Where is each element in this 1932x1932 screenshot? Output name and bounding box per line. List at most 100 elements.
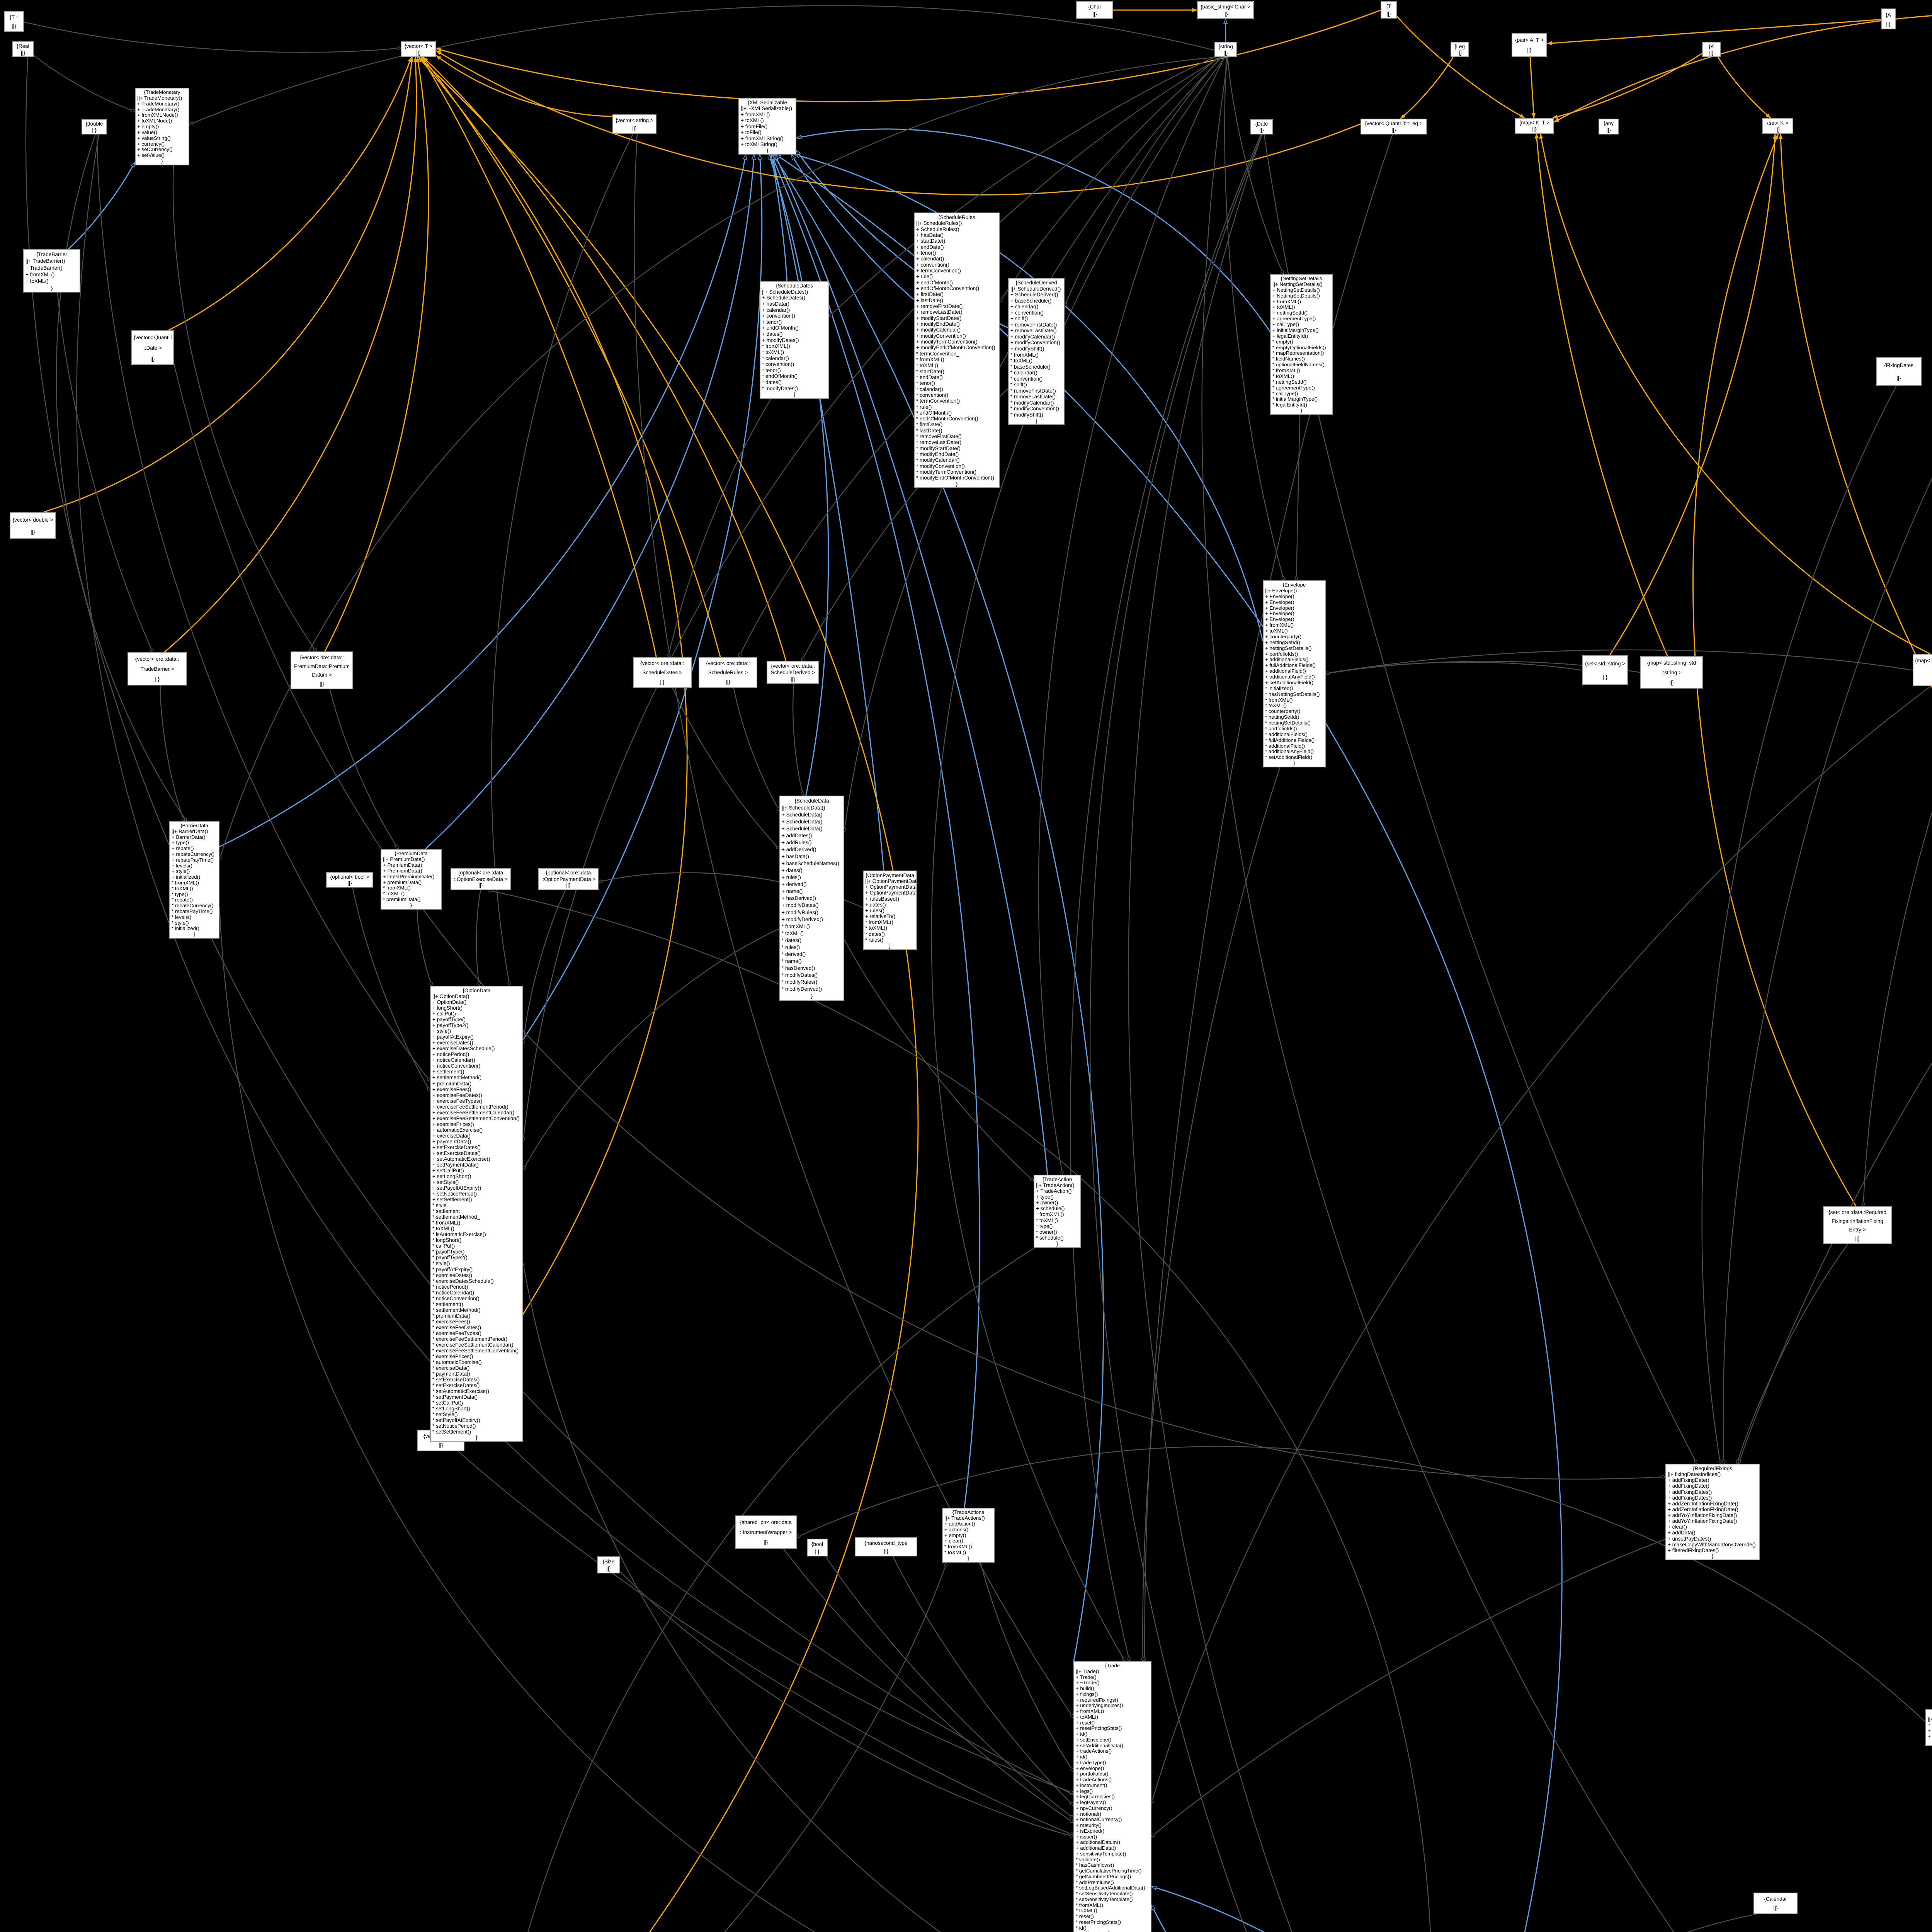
class-node-leg[interactable]: {Leg||} (1451, 42, 1469, 57)
class-node-vdbl[interactable]: {vector< double >||} (10, 512, 56, 539)
class-member: * modifyDerived() (782, 986, 822, 992)
class-member: + type() (1036, 1194, 1054, 1200)
class-title: {optional< ore::data (546, 870, 591, 876)
class-member: + rules() (782, 874, 801, 881)
class-member: * modifyConvention() (916, 463, 965, 469)
class-member: ||} (1259, 127, 1264, 133)
class-node-rfix[interactable]: {RequiredFixings||+ fixingDatesIndices()… (1665, 1464, 1760, 1560)
class-member: + counterparty() (1265, 633, 1302, 639)
class-node-xmls[interactable]: {XMLSerializable||+ ~XMLSerializable()+ … (738, 98, 796, 155)
class-node-nsd[interactable]: {NettingSetDetails||+ NettingSetDetails(… (1270, 274, 1333, 415)
class-title: {Char (1088, 4, 1101, 10)
class-node-optpd[interactable]: {optional< ore::data::OptionPaymentData … (538, 868, 599, 890)
class-node-pdata[interactable]: {PremiumData||+ PremiumData()+ PremiumDa… (381, 849, 442, 910)
class-member: + exerciseFeeSettlementPeriod() (432, 1104, 509, 1110)
class-node-optb[interactable]: {optional< bool >||} (326, 872, 373, 888)
class-node-tptr[interactable]: {T *||} (4, 11, 24, 32)
class-node-aA[interactable]: {A||} (1881, 9, 1896, 29)
class-node-vsr[interactable]: {vector< ore::data::ScheduleRules >||} (699, 657, 757, 688)
class-node-real[interactable]: {Real||} (12, 41, 34, 57)
class-node-odata[interactable]: {OptionData||+ OptionData()+ OptionData(… (430, 986, 523, 1442)
class-node-vqdate[interactable]: {vector< QuantLib::Date >||} (131, 330, 174, 365)
class-node-taction[interactable]: {TradeAction||+ TradeAction()+ TradeActi… (1034, 1175, 1081, 1248)
class-member: + addDerived() (782, 847, 816, 853)
class-node-vect[interactable]: {vector< T >||} (401, 41, 436, 57)
edge-sdata-taction (844, 939, 1034, 1182)
class-node-bstr[interactable]: {basic_string< Char >||} (1197, 1, 1254, 19)
class-member: } (1293, 760, 1295, 766)
class-node-vsd[interactable]: {vector< ore::data::ScheduleDates >||} (633, 657, 692, 688)
class-node-setk[interactable]: {set< K >||} (1762, 118, 1793, 134)
class-node-vpd[interactable]: {vector< ore::data::PremiumData::Premium… (291, 651, 353, 689)
class-member: * mapRepresentation() (1272, 350, 1324, 356)
class-title: {TradeActions (952, 1509, 985, 1515)
class-node-charT[interactable]: {Char||} (1076, 1, 1113, 19)
class-node-tmon[interactable]: {TradeMonetary||+ TradeMonetary()+ Trade… (135, 88, 189, 165)
class-member: + addYoYInflationFixingDate() (1668, 1512, 1737, 1518)
class-title: {XMLSerializable (747, 100, 787, 105)
class-member: * fromXML() (1010, 352, 1039, 358)
class-node-opted[interactable]: {optional< ore::data::OptionExerciseData… (451, 868, 511, 890)
class-node-sizeb[interactable]: {Size||} (597, 1556, 620, 1573)
class-member: + callPut() (432, 1011, 456, 1017)
class-member: * modifyEndOfMonthConvention() (916, 475, 994, 481)
class-member: * empty() (1272, 338, 1293, 345)
class-member: + owner() (1036, 1200, 1058, 1206)
class-member: * rebateCurrency() (172, 903, 214, 909)
class-member: + tenor() (762, 319, 782, 325)
class-node-tT[interactable]: {T||} (1381, 1, 1397, 19)
class-node-kK[interactable]: {K||} (1702, 42, 1721, 57)
class-node-str[interactable]: {string||} (1214, 42, 1237, 57)
class-node-any[interactable]: {any||} (1599, 119, 1619, 134)
class-member: * exerciseFeeSettlementCalendar() (432, 1342, 514, 1348)
class-node-vstr[interactable]: {vector< string >||} (612, 114, 656, 134)
class-member: + NettingSetDetails() (1272, 287, 1320, 293)
class-member: + initialized() (172, 874, 201, 880)
edge-setstr-setk (1609, 133, 1777, 655)
class-node-date[interactable]: {Date||} (1250, 119, 1273, 134)
class-node-sdata[interactable]: {ScheduleData||+ ScheduleData()+ Schedul… (779, 796, 844, 1001)
class-node-mapsany[interactable]: {map< std::string, boost::any >||} (1913, 654, 1932, 686)
class-member: * premiumData() (383, 896, 421, 903)
class-title: {Calendar (1764, 1896, 1787, 1902)
class-node-tactions[interactable]: {TradeActions||+ TradeActions()+ addActi… (942, 1508, 995, 1563)
class-member: + additionalData() (1076, 1845, 1116, 1851)
class-member: ||} (1223, 11, 1228, 17)
class-member: + exerciseDates() (432, 1040, 473, 1046)
edge-mapss-mapkt (1534, 133, 1668, 656)
class-node-mapkt[interactable]: {map< K, T >||} (1515, 118, 1554, 134)
class-node-boolb[interactable]: {bool||} (807, 1539, 828, 1556)
class-node-srules[interactable]: {ScheduleRules||+ ScheduleRules()+ Sched… (914, 213, 1000, 488)
class-node-fixdates[interactable]: {FixingDates||} (1876, 357, 1922, 386)
class-node-sdates[interactable]: {ScheduleDates||+ ScheduleDates()+ Sched… (760, 281, 829, 399)
class-node-opd[interactable]: {OptionPaymentData||+ OptionPaymentData(… (863, 871, 917, 950)
edge-oed-xmls (776, 155, 1563, 1932)
edge-sptriw-trade (783, 1548, 1074, 1823)
class-node-iwrap[interactable]: {InstrumentWrapper||+ InstrumentWrapper(… (1925, 1709, 1932, 1746)
edge-date-bopt (1128, 134, 1293, 1932)
class-member: ||+ ScheduleDates() (762, 289, 808, 295)
class-member: * automaticExercise() (432, 1359, 482, 1365)
class-node-setstr[interactable]: {set< std::string >||} (1582, 655, 1628, 685)
class-member: * tenor() (916, 380, 935, 386)
class-node-vsdv[interactable]: {vector< ore::data::ScheduleDerived >||} (767, 661, 819, 684)
class-node-cal[interactable]: {Calendar||} (1753, 1893, 1798, 1914)
class-node-sderiv[interactable]: {ScheduleDerived||+ ScheduleDerived()+ S… (1008, 278, 1065, 425)
class-node-env[interactable]: {Envelope||+ Envelope()+ Envelope()+ Env… (1263, 580, 1326, 767)
class-node-mapss[interactable]: {map< std::string, std::string >||} (1640, 656, 1703, 689)
class-node-dbl[interactable]: {double||} (82, 119, 107, 134)
class-node-vleg[interactable]: {vector< QuantLib::Leg >||} (1361, 119, 1427, 134)
class-title: {vector< T > (404, 43, 433, 49)
class-member: + id() (1076, 1731, 1088, 1737)
class-node-bdata[interactable]: {BarrierData||+ BarrierData()+ BarrierDa… (169, 821, 219, 939)
class-node-tbar[interactable]: {TradeBarrier||+ TradeBarrier()+ TradeBa… (23, 249, 80, 293)
class-node-trade[interactable]: {Trade||+ Trade()+ Trade()+ ~Trade()+ bu… (1073, 1661, 1151, 1932)
class-member: + setLongShort() (432, 1173, 471, 1179)
class-member: * payoffType2() (432, 1255, 468, 1261)
class-node-sptriw[interactable]: {shared_ptr< ore::data::InstrumentWrappe… (735, 1515, 797, 1549)
class-node-vtb[interactable]: {vector< ore::data::TradeBarrier >||} (128, 652, 187, 685)
class-node-pairAT[interactable]: {pair< A, T >||} (1512, 33, 1547, 57)
class-node-nanot[interactable]: {nanosecond_type||} (855, 1537, 917, 1556)
class-member: + rulesBased() (865, 896, 900, 902)
